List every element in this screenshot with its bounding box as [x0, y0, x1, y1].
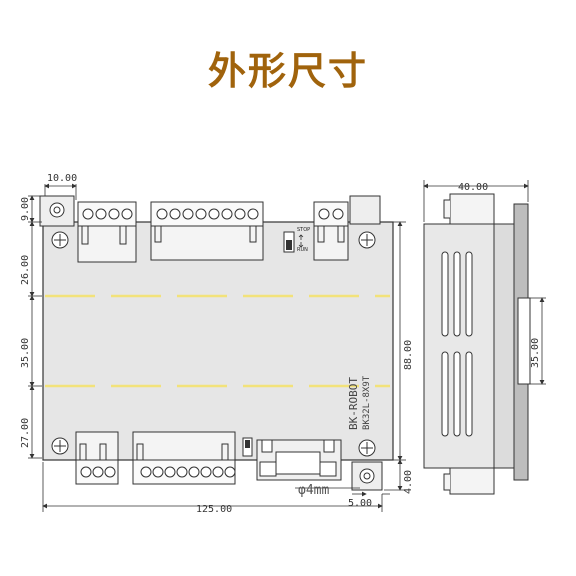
side-clip-top — [449, 193, 495, 225]
terminal-block-top-1 — [77, 201, 137, 263]
dim-rail-height: 35.00 — [530, 338, 541, 368]
din-rail-guides — [45, 294, 390, 388]
front-view: STOP RUN BK-ROBOT BK32L-8X9T — [39, 195, 394, 491]
stop-label: STOP — [297, 227, 310, 233]
board-model: BK32L-8X9T — [362, 375, 372, 430]
front-dimension-labels: 10.00 9.00 26.00 35.00 27.00 88.00 4.00 … — [20, 173, 414, 515]
dim-hole-diameter: φ4mm — [298, 483, 329, 498]
screw-holes — [51, 231, 376, 457]
db9-connector — [256, 439, 342, 481]
run-label: RUN — [297, 247, 308, 253]
dim-top-ear: 9.00 — [20, 197, 31, 221]
terminal-block-bottom-2 — [132, 431, 236, 485]
terminal-block-top-3 — [313, 201, 349, 261]
dim-side-depth: 40.00 — [458, 182, 488, 193]
page-title: 外形尺寸 — [207, 49, 368, 93]
dim-total-width: 125.00 — [196, 504, 232, 515]
board-brand: BK-ROBOT — [347, 377, 360, 430]
dim-edge-offset: 4.00 — [403, 470, 414, 494]
side-view — [423, 193, 531, 495]
vent-slots — [441, 251, 473, 437]
dim-top-section: 26.00 — [20, 255, 31, 285]
dim-total-height: 88.00 — [403, 340, 414, 370]
dim-side-offset: 5.00 — [348, 498, 372, 509]
mounting-ear-top-left — [39, 195, 75, 227]
mounting-ear-bottom-right — [351, 461, 383, 491]
terminal-block-top-2 — [150, 201, 264, 261]
dim-mid-section: 35.00 — [20, 338, 31, 368]
stop-run-switch: STOP RUN — [283, 227, 310, 253]
side-dimensions — [423, 180, 546, 385]
front-dimensions — [28, 183, 406, 512]
mounting-ear-top-right — [349, 195, 381, 225]
dim-bottom-section: 27.00 — [20, 418, 31, 448]
side-clip-bottom — [449, 467, 495, 495]
dim-top-hole-offset: 10.00 — [47, 173, 77, 184]
terminal-block-bottom-1 — [75, 431, 119, 485]
